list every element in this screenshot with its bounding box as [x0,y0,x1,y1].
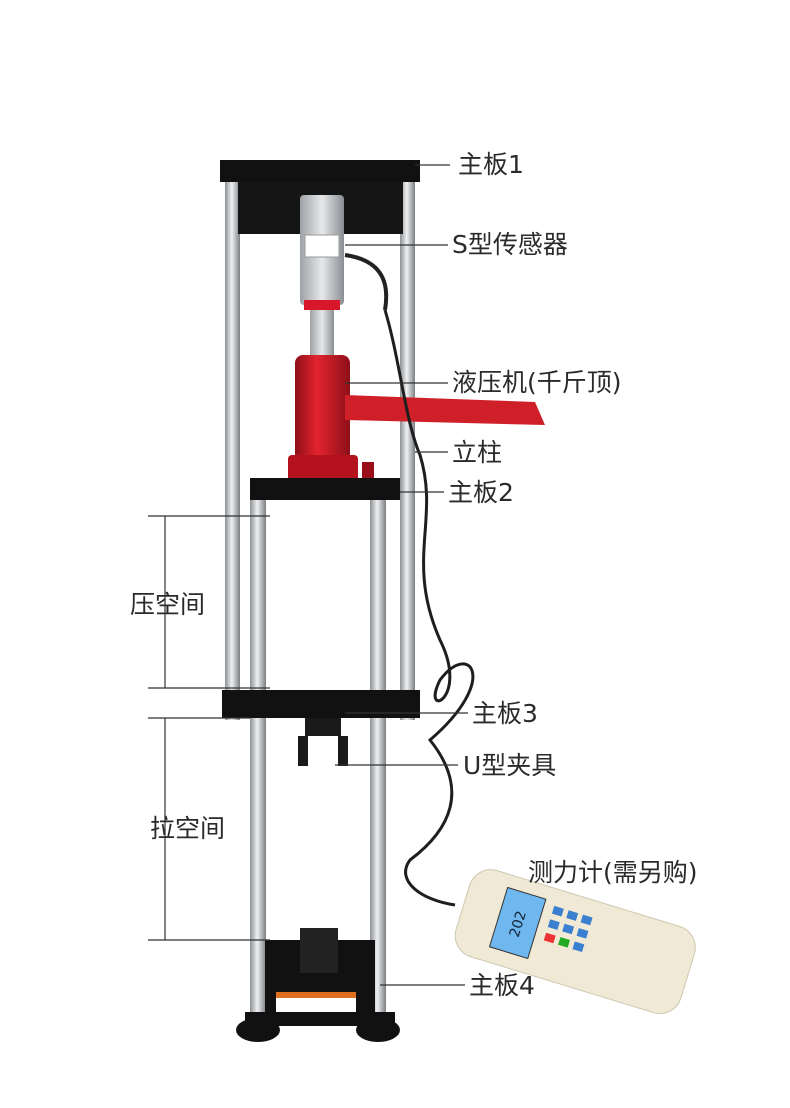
plate-3 [222,690,420,718]
plate-1 [220,160,420,182]
plate-2 [250,478,400,500]
gauge-screen [488,886,547,960]
label-u-clamp: U型夹具 [463,751,557,780]
u-clamp [298,718,348,766]
label-plate-4: 主板4 [469,971,535,1000]
force-gauge: 202 [454,869,696,1015]
hydraulic-jack [295,355,350,470]
column-inner-right [370,495,386,1020]
label-plate-3: 主板3 [472,699,538,728]
column-outer-right [400,180,415,720]
label-hydraulic-jack: 液压机(千斤顶) [452,368,622,397]
label-plate-2: 主板2 [448,478,514,507]
label-plate-1: 主板1 [458,150,524,179]
gauge-display: 202 [507,909,530,939]
label-force-gauge: 测力计(需另购) [528,858,698,887]
cable [383,309,475,907]
column-inner-left [250,495,266,1020]
column-outer-left [225,180,240,720]
label-compression-space: 压空间 [130,590,206,619]
label-tension-space: 拉空间 [150,814,226,843]
label-column: 立柱 [452,438,503,467]
label-s-sensor: S型传感器 [452,230,568,259]
